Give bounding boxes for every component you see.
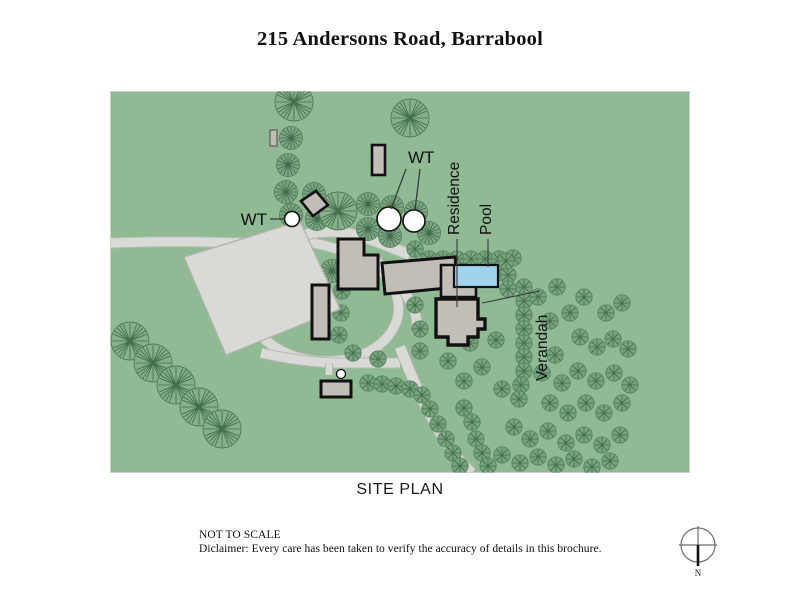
small-outbuilding-north: [269, 129, 278, 147]
diamond-structure: [299, 189, 330, 218]
page-title: 215 Andersons Road, Barrabool: [256, 28, 543, 50]
leader-lines: [270, 168, 541, 307]
water-tank-north-a: [376, 206, 402, 232]
footer-notes: NOT TO SCALE Diclaimer: Every care has b…: [199, 528, 602, 556]
compass-north-label: N: [694, 568, 702, 578]
label-residence: Residence: [446, 162, 463, 235]
water-tank-north-b: [402, 209, 426, 233]
water-tank-lower: [335, 368, 347, 380]
large-shed: [183, 220, 341, 356]
plan-labels: WT WT Residence Pool Verandah: [241, 148, 551, 381]
plan-caption: SITE PLAN: [356, 481, 444, 498]
l-shaped-shed: [336, 237, 380, 291]
narrow-shed-in-loop: [310, 283, 331, 341]
label-verandah: Verandah: [534, 315, 551, 381]
label-wt-north: WT: [408, 148, 434, 167]
compass-rose: N: [676, 524, 728, 582]
narrow-structure-north: [370, 143, 387, 177]
main-residence: [434, 297, 487, 347]
water-tank-west: [283, 210, 301, 228]
small-shed-lower: [319, 379, 353, 399]
disclaimer-text: Diclaimer: Every care has been taken to …: [199, 543, 602, 555]
label-wt-west: WT: [241, 210, 267, 229]
compass-north-icon: [679, 526, 717, 566]
label-pool: Pool: [478, 204, 495, 235]
not-to-scale-note: NOT TO SCALE: [199, 529, 281, 541]
swimming-pool: [452, 263, 500, 289]
site-plan-graphic: WT WT Residence Pool Verandah: [110, 91, 690, 473]
